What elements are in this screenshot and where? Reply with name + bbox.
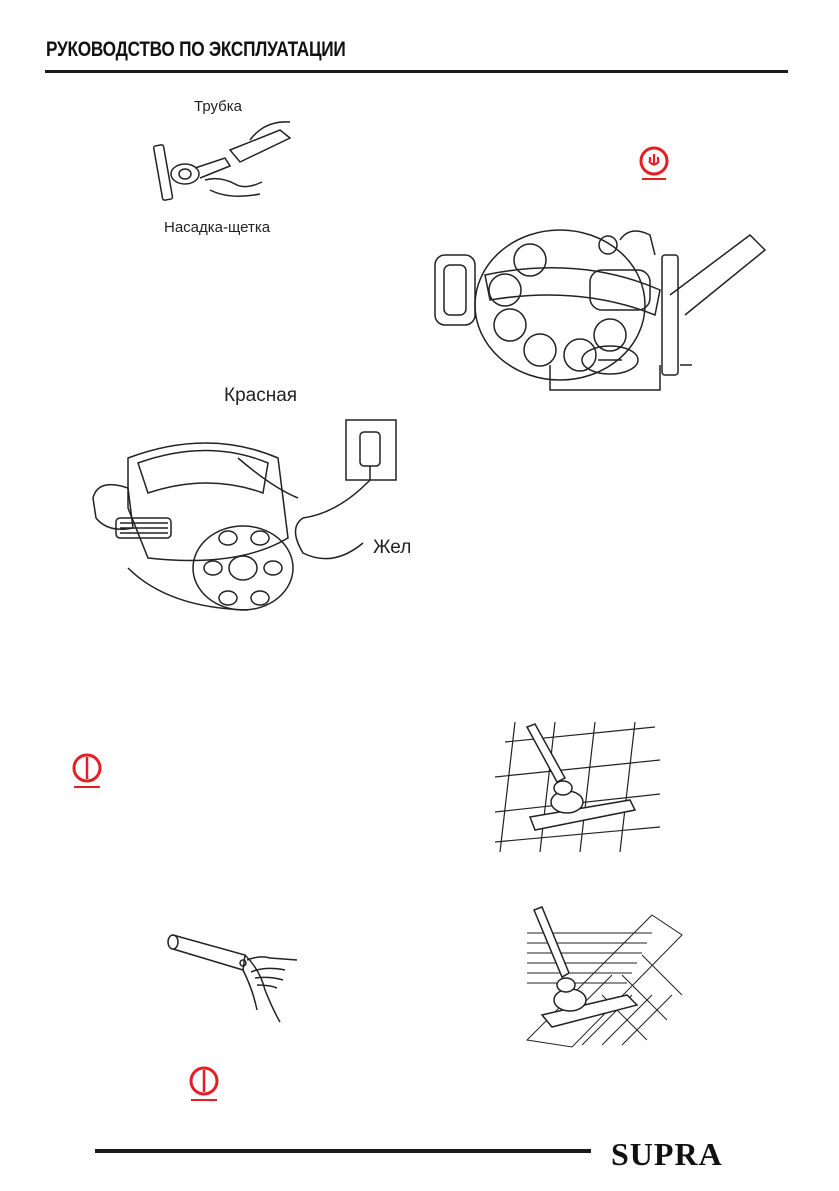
prohibit-icon bbox=[187, 1064, 221, 1107]
label-tube: Трубка bbox=[194, 98, 242, 115]
label-brush: Насадка-щетка bbox=[164, 219, 271, 236]
plug-warning-icon bbox=[638, 145, 670, 186]
footer-divider bbox=[95, 1149, 591, 1153]
header-divider bbox=[45, 70, 788, 73]
floor-brush-tiles-illustration bbox=[495, 722, 660, 852]
label-red-wire: Красная bbox=[224, 385, 298, 406]
vacuum-top-view-illustration bbox=[430, 215, 770, 395]
label-yellow-wire: Жел bbox=[373, 537, 412, 558]
handle-grip-illustration bbox=[165, 930, 300, 1025]
tube-brush-illustration bbox=[150, 110, 300, 230]
floor-brush-carpet-illustration bbox=[522, 905, 687, 1050]
page-title: РУКОВОДСТВО ПО ЭКСПЛУАТАЦИИ bbox=[46, 38, 346, 61]
brand-logo: SUPRA bbox=[611, 1136, 723, 1172]
vacuum-cord-illustration bbox=[88, 418, 410, 613]
prohibit-icon bbox=[70, 751, 104, 794]
